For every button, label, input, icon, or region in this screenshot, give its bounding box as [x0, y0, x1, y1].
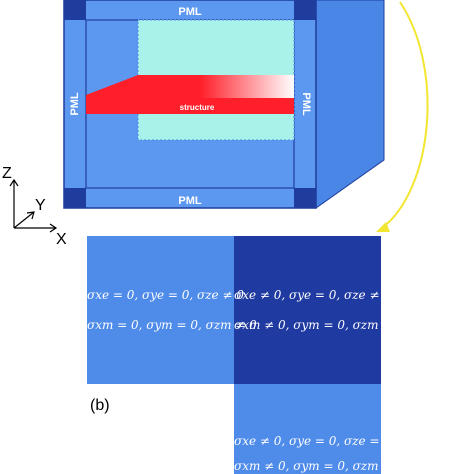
eq-right-line2: σxm ≠ 0, σym = 0, σzm ≠ 0	[234, 318, 404, 332]
block-right	[234, 236, 381, 384]
corner-top-right	[294, 0, 316, 20]
pml-top-label: PML	[178, 6, 202, 18]
pml-right-label: PML	[300, 92, 312, 116]
eq-left-line1: σxe = 0, σye = 0, σze ≠ 0	[87, 288, 244, 302]
axis-z-label: Z	[2, 165, 12, 182]
corner-top-left	[64, 0, 86, 20]
eq-left-line2: σxm = 0, σym = 0, σzm ≠ 0	[87, 318, 257, 332]
box-side-face	[315, 0, 385, 209]
corner-bottom-left	[64, 188, 86, 208]
axis-y-label: Y	[35, 197, 46, 214]
pml-bottom-label: PML	[178, 195, 202, 207]
panel-b-label: (b)	[90, 397, 110, 414]
structure-label: structure	[180, 103, 215, 112]
block-bottom	[234, 384, 381, 474]
eq-bottom-line1: σxe ≠ 0, σye = 0, σze = 0	[234, 434, 391, 448]
yellow-arrow-head	[376, 222, 390, 232]
structure-waveguide	[86, 98, 294, 114]
eq-bottom-line2: σxm ≠ 0, σym = 0, σzm = 0	[234, 459, 404, 473]
yellow-arrow	[381, 1, 429, 229]
block-left	[87, 236, 234, 384]
pml-left-label: PML	[69, 92, 81, 116]
corner-bottom-right	[294, 188, 316, 208]
eq-right-line1: σxe ≠ 0, σye = 0, σze ≠ 0	[234, 288, 391, 302]
axes	[9, 178, 58, 233]
structure-taper	[86, 75, 294, 112]
axis-x-label: X	[56, 231, 67, 248]
